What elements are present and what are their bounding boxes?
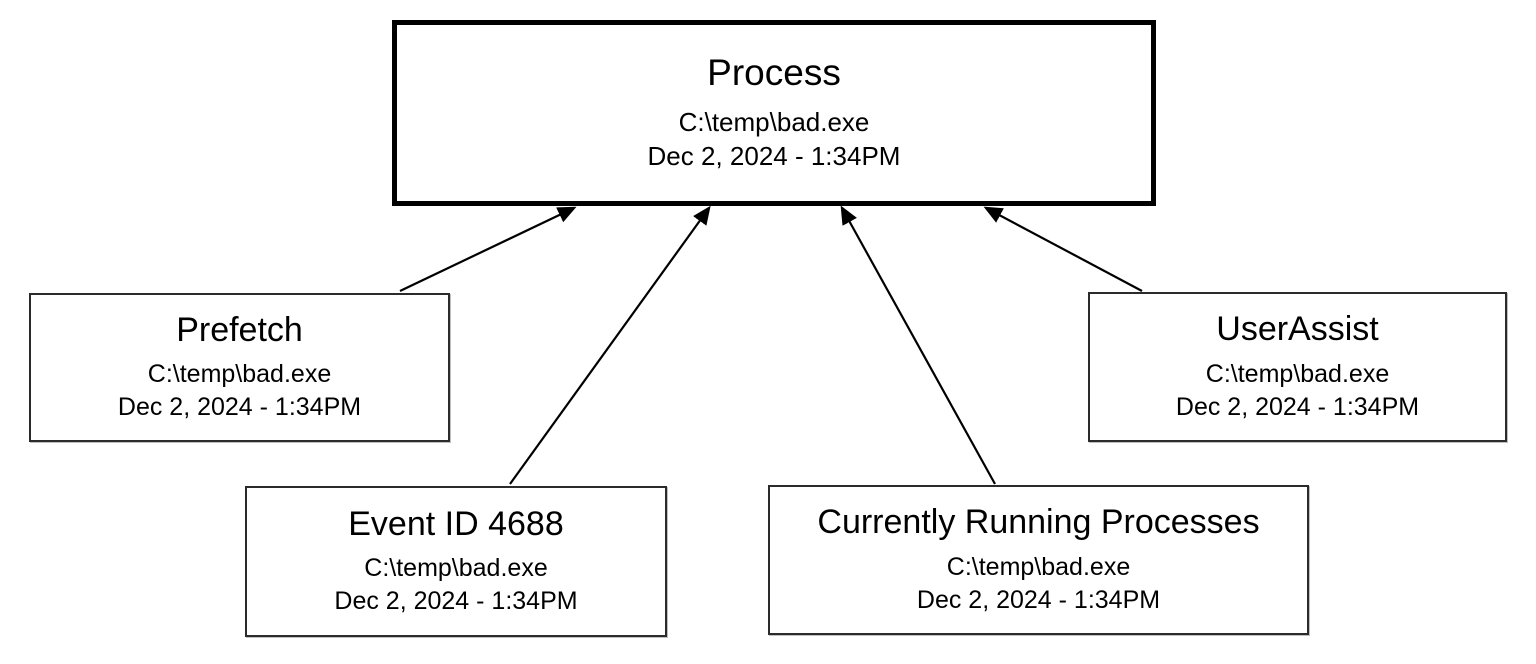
edge-currently-running-processes-to-process <box>840 205 996 485</box>
node-event-id-4688: Event ID 4688 C:\temp\bad.exe Dec 2, 202… <box>245 486 667 637</box>
node-currently-running-processes-path: C:\temp\bad.exe <box>946 552 1131 581</box>
node-event-id-4688-timestamp: Dec 2, 2024 - 1:34PM <box>334 587 578 616</box>
edge-prefetch-to-process <box>399 206 577 292</box>
node-userassist-path: C:\temp\bad.exe <box>1205 359 1390 388</box>
node-currently-running-processes-title: Currently Running Processes <box>817 503 1260 542</box>
node-process-timestamp: Dec 2, 2024 - 1:34PM <box>647 141 901 172</box>
edge-userassist-to-process <box>983 206 1143 292</box>
node-currently-running-processes: Currently Running Processes C:\temp\bad.… <box>768 485 1309 635</box>
node-userassist-title: UserAssist <box>1216 310 1379 349</box>
node-currently-running-processes-timestamp: Dec 2, 2024 - 1:34PM <box>916 585 1161 614</box>
node-process: Process C:\temp\bad.exe Dec 2, 2024 - 1:… <box>392 20 1156 206</box>
node-process-title: Process <box>707 52 841 94</box>
node-process-path: C:\temp\bad.exe <box>678 106 870 137</box>
node-prefetch: Prefetch C:\temp\bad.exe Dec 2, 2024 - 1… <box>29 293 450 442</box>
node-userassist: UserAssist C:\temp\bad.exe Dec 2, 2024 -… <box>1088 292 1507 442</box>
edge-event-id-4688-to-process <box>509 205 711 485</box>
node-userassist-timestamp: Dec 2, 2024 - 1:34PM <box>1175 392 1420 421</box>
node-prefetch-timestamp: Dec 2, 2024 - 1:34PM <box>117 393 362 422</box>
node-prefetch-path: C:\temp\bad.exe <box>147 360 332 389</box>
node-prefetch-title: Prefetch <box>176 310 303 349</box>
node-event-id-4688-path: C:\temp\bad.exe <box>364 554 548 583</box>
node-event-id-4688-title: Event ID 4688 <box>348 504 564 543</box>
